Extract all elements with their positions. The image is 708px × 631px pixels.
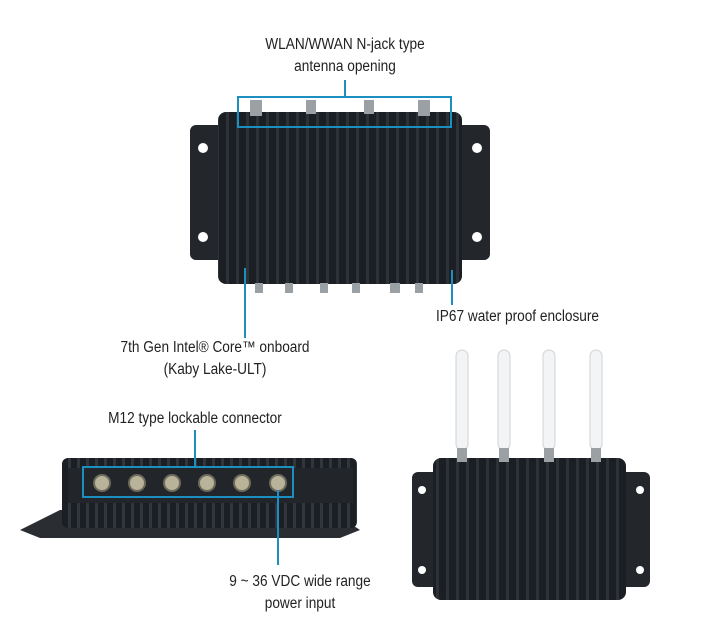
cpu-callout-line — [244, 268, 246, 338]
cpu-label-line1: 7th Gen Intel® Core™ onboard — [120, 339, 310, 356]
antenna-callout-box — [237, 96, 452, 128]
connector-label: M12 type lockable connector — [108, 410, 282, 427]
cpu-label: 7th Gen Intel® Core™ onboard (Kaby Lake-… — [96, 337, 334, 381]
enclosure-callout-line — [451, 270, 453, 305]
device-with-antennas — [412, 349, 650, 600]
top-view-device — [190, 100, 490, 293]
cpu-label-line2: (Kaby Lake-ULT) — [163, 361, 267, 378]
power-label: 9 ~ 36 VDC wide range power input — [208, 571, 393, 615]
enclosure-label: IP67 water proof enclosure — [435, 308, 600, 325]
antenna-label-line1: WLAN/WWAN N-jack type — [265, 36, 425, 53]
antenna-label: WLAN/WWAN N-jack type antenna opening — [235, 34, 455, 78]
power-callout-line — [277, 490, 279, 565]
power-label-line1: 9 ~ 36 VDC wide range — [229, 573, 371, 590]
antenna-callout-line — [344, 80, 346, 96]
connector-callout-line — [194, 430, 196, 466]
antenna-label-line2: antenna opening — [294, 58, 396, 75]
connector-callout-box — [82, 466, 294, 498]
power-label-line2: power input — [264, 595, 336, 612]
